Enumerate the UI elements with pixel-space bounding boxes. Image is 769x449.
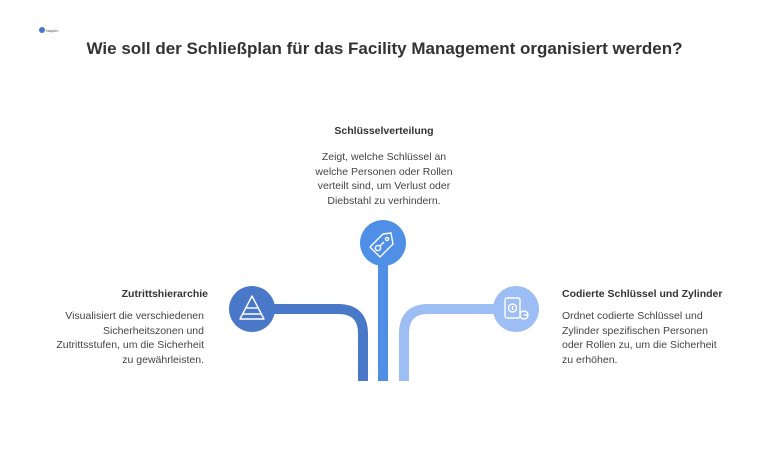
card-text-zutrittshierarchie: Visualisiert die verschiedenen Sicherhei… bbox=[20, 309, 204, 367]
pyramid-icon bbox=[229, 286, 275, 332]
text-line: Zutrittsstufen, um die Sicherheit bbox=[56, 339, 204, 351]
page-title: Wie soll der Schließplan für das Facilit… bbox=[86, 39, 683, 58]
text-line: Zeigt, welche Schlüssel an bbox=[321, 151, 447, 163]
text-line: oder Rollen zu, um die Sicherheit bbox=[562, 339, 717, 351]
text-line: Ordnet codierte Schlüssel und bbox=[562, 310, 703, 322]
text-line: verteilt sind, um Verlust oder bbox=[317, 180, 451, 192]
right-connector bbox=[399, 304, 495, 381]
text-line: Visualisiert die verschiedenen bbox=[65, 310, 204, 322]
coded-key-cylinder-icon bbox=[493, 286, 539, 332]
text-line: Sicherheitszonen und bbox=[103, 324, 204, 337]
card-title-zutrittshierarchie: Zutrittshierarchie bbox=[121, 288, 208, 300]
logo-text: Napkin bbox=[46, 27, 59, 33]
logo-mark bbox=[39, 27, 45, 33]
key-tag-icon bbox=[360, 220, 406, 266]
text-line: Diebstahl zu verhindern. bbox=[327, 194, 441, 207]
logo: Napkin bbox=[39, 26, 61, 34]
card-title-schluesselverteilung: Schlüsselverteilung bbox=[334, 125, 434, 137]
text-line: welche Personen oder Rollen bbox=[315, 165, 453, 178]
card-text-schluesselverteilung: Zeigt, welche Schlüssel an welche Person… bbox=[284, 150, 484, 208]
text-line: zu gewährleisten. bbox=[122, 353, 204, 366]
card-title-codierte-schluessel: Codierte Schlüssel und Zylinder bbox=[562, 288, 723, 300]
left-connector bbox=[272, 304, 368, 381]
text-line: zu erhöhen. bbox=[562, 353, 618, 366]
text-line: Zylinder spezifischen Personen bbox=[562, 324, 708, 337]
card-text-codierte-schluessel: Ordnet codierte Schlüssel und Zylinder s… bbox=[562, 309, 762, 367]
